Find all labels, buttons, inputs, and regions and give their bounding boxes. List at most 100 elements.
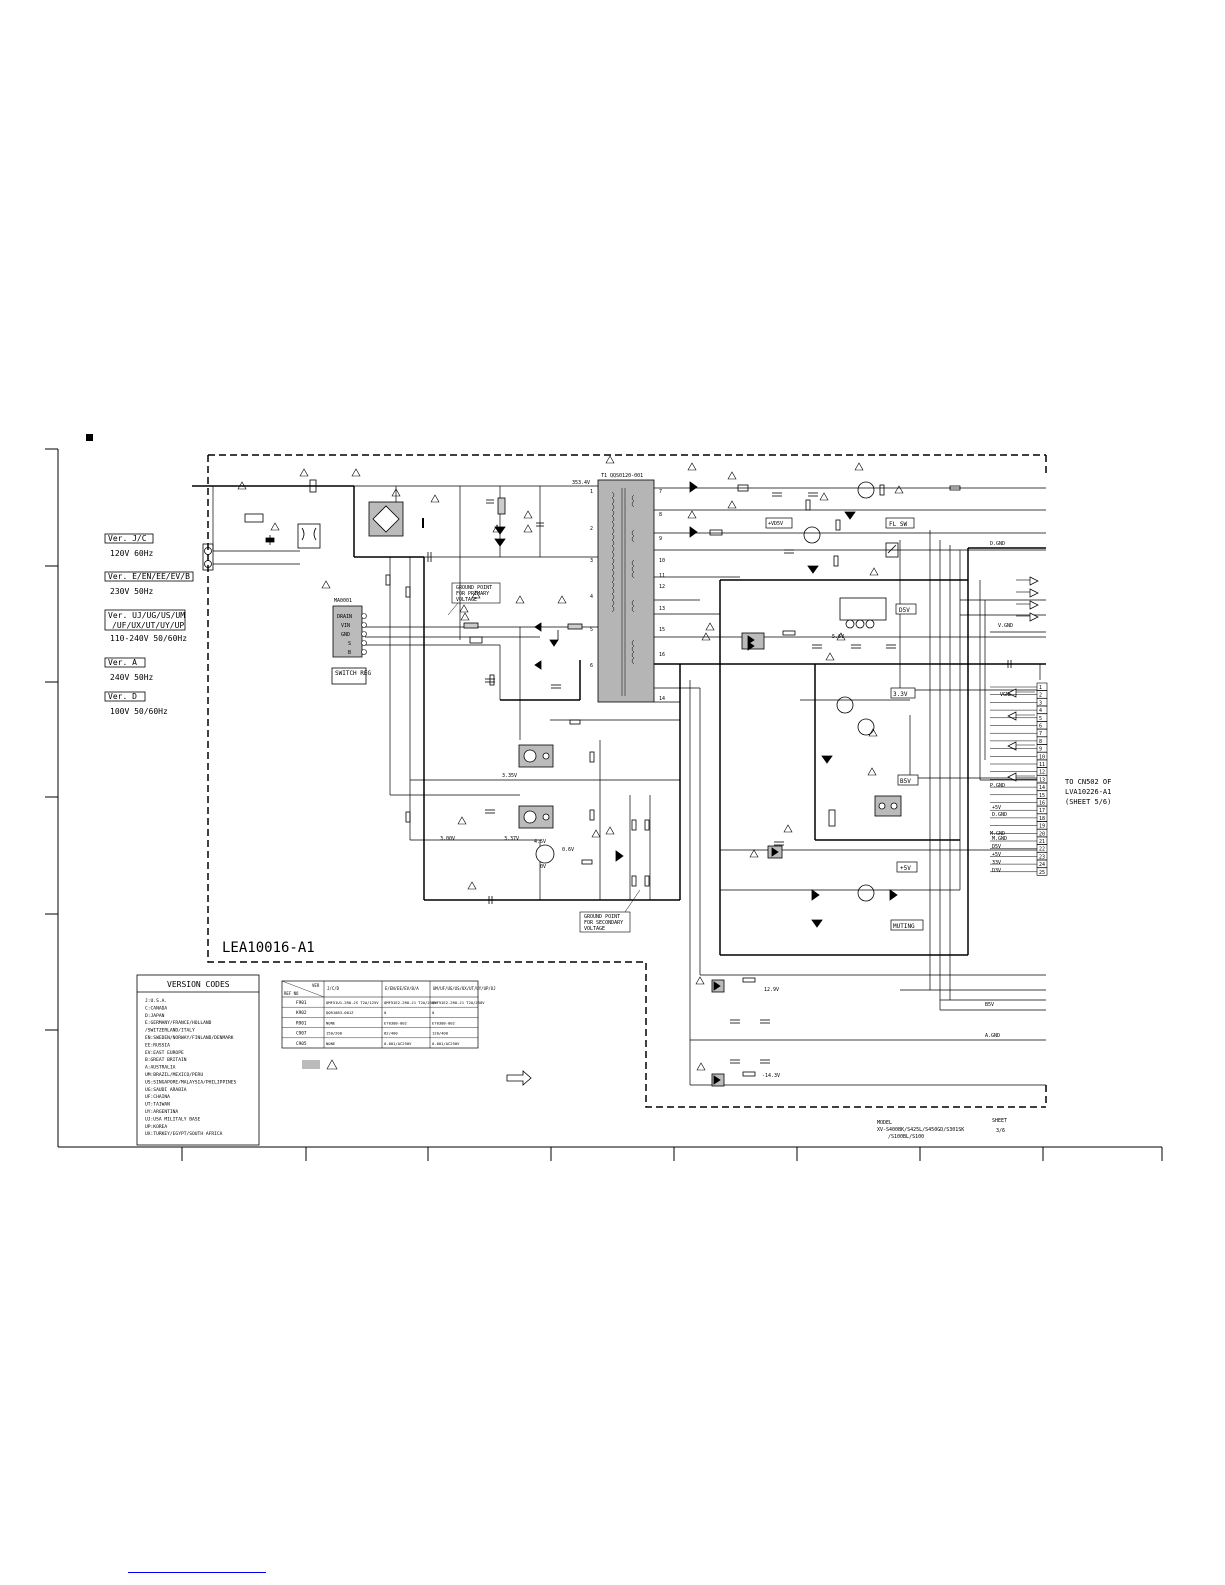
connector-pin-number: 20 [1039, 831, 1045, 837]
version-code-line: B:GREAT BRITAIN [145, 1057, 187, 1063]
t-pin-left-4: 5 [590, 627, 593, 633]
ref-table-header: E/EN/EE/EV/B/A [385, 986, 419, 991]
transformer-voltage-label: 353.4V [572, 480, 590, 486]
secondary-components [615, 481, 1012, 1087]
version-voltage-0: 120V 60Hz [110, 549, 154, 558]
connector-pin-number: 16 [1039, 801, 1045, 807]
caution-triangle-icon [460, 612, 470, 621]
caution-triangle-icon [459, 604, 469, 613]
model-value: XV-S400BK/S425L/S450GD/S301SK [877, 1127, 964, 1133]
ref-table-cell: 0 [384, 1010, 387, 1015]
t-pin-right-1: 8 [659, 512, 662, 518]
d5v-label: D5V [899, 607, 910, 614]
ground-secondary-line-2: VOLTAGE [584, 926, 605, 932]
switch-reg-module: MA0001 DRAIN VIN GND S B SWITCH REG [331, 598, 372, 685]
caution-triangle-icon [515, 595, 525, 604]
transformer-t1: T1 QQS0120-001 353.4V [572, 473, 655, 703]
board-outline [207, 454, 1047, 1108]
caution-triangle-icon [727, 471, 737, 480]
fl-sw-label: FL SW [889, 521, 907, 528]
connector-pin-number: 17 [1039, 808, 1045, 814]
ground-primary-note: GROUND POINT FOR PRIMARY VOLTAGE [447, 582, 501, 616]
caution-triangle-icon [299, 468, 309, 477]
connector-pin-number: 8 [1039, 739, 1042, 745]
caution-triangle-icon [687, 462, 697, 471]
version-code-line: UJ:USA MILITALY BASE [145, 1116, 201, 1122]
sheet-label: SHEET [992, 1118, 1007, 1124]
caution-triangle-icon [591, 829, 601, 838]
version-code-1: Ver. E/EN/EE/EV/B [108, 572, 190, 581]
model-info: MODEL XV-S400BK/S425L/S450GD/S301SK /S10… [877, 1118, 1007, 1140]
ref-table-ref: C907 [296, 1031, 307, 1037]
voltage-annotations: 3.35V 3.37V 3.00V 4.5V 0V 0.6V 5.6V 12.9… [440, 541, 1013, 1079]
t-pin-right-8: 16 [659, 652, 665, 658]
version-codes-list: J:U.S.A.C:CANADAD:JAPANE:GERMANY/FRANCE/… [145, 998, 237, 1137]
ref-table-cell: E70308-002 [384, 1020, 407, 1025]
connector-pin-number: 13 [1039, 777, 1045, 783]
caution-triangle-icon [492, 524, 502, 533]
caution-triangle-icon [749, 849, 759, 858]
t-pin-left-0: 1 [590, 489, 593, 495]
version-code-line: J:U.S.A. [145, 998, 167, 1004]
t-pin-right-4: 11 [659, 573, 665, 579]
to-cn-line-2: (SHEET 5/6) [1065, 798, 1111, 806]
caution-triangle-icon [783, 824, 793, 833]
connector-pin-number: 4 [1039, 708, 1042, 714]
sheet-value: 3/6 [996, 1128, 1005, 1134]
transformer-pins-left: 1 2 3 4 5 6 [590, 489, 593, 669]
module-pin-gnd: GND [341, 632, 350, 638]
caution-triangle-icon [237, 481, 247, 490]
caution-triangle-icon [557, 595, 567, 604]
switch-reg-label: SWITCH REG [335, 670, 372, 677]
version-code-line: EN:SWEDEN/NORWAY/FINLAND/DENMARK [145, 1035, 234, 1041]
version-list: Ver. J/C 120V 60Hz Ver. E/EN/EE/EV/B 230… [104, 533, 194, 716]
to-cn-line-1: LVA10226-A1 [1065, 788, 1111, 796]
ref-table-cell: NONE [326, 1020, 336, 1025]
secondary-wiring [654, 487, 1046, 1086]
volt-3-00: 3.00V [440, 836, 455, 842]
connector-pin-number: 2 [1039, 693, 1042, 699]
caution-triangle-icon [270, 522, 280, 531]
b5v-label: B5V [900, 778, 911, 785]
connector-pin-number: 22 [1039, 847, 1045, 853]
connector-pin-number: 6 [1039, 724, 1042, 730]
t-pin-right-5: 12 [659, 584, 665, 590]
caution-triangle-icon [523, 510, 533, 519]
connector-pin-number: 5 [1039, 716, 1042, 722]
ref-table-cell: 0 [432, 1010, 435, 1015]
net-right-4: +5V [992, 852, 1001, 858]
ref-table-header: J/C/D [327, 986, 340, 991]
footer-link-underline[interactable] [128, 1572, 266, 1573]
net-right-5: 33V [992, 860, 1001, 866]
version-code-line: EV:EAST EUROPE [145, 1050, 184, 1056]
version-code-line: UP:KOREA [145, 1124, 167, 1130]
ref-table-cell: 0.001/AC250V [432, 1041, 460, 1046]
module-pin-b: B [348, 650, 351, 656]
caution-triangle-icon [523, 524, 533, 533]
caution-triangle-icon [605, 826, 615, 835]
to-cn-line-0: TO CN502 OF [1065, 778, 1111, 786]
volt-5-6: 5.6V [832, 634, 844, 640]
version-code-line: UT:TAIWAN [145, 1102, 170, 1108]
net-dgnd: D.GND [990, 541, 1005, 547]
caution-triangle-icon [696, 1062, 706, 1071]
version-code-line: UG:SAUDI ARABIA [145, 1087, 187, 1093]
connector-pin-number: 24 [1039, 862, 1045, 868]
version-voltage-4: 100V 50/60Hz [110, 707, 168, 716]
version-code-line: US:SINGAPORE/MALAYSIA/PHILIPPINES [145, 1079, 237, 1085]
ref-table-ref: K902 [296, 1010, 307, 1016]
volt-4-5: 4.5V [534, 839, 546, 845]
connector-pin-number: 11 [1039, 762, 1045, 768]
ref-table-ref: C905 [296, 1041, 307, 1047]
t-pin-left-5: 6 [590, 663, 593, 669]
caution-triangle-icon [695, 976, 705, 985]
module-pin-s: S [348, 641, 351, 647]
connector-pin-number: 15 [1039, 793, 1045, 799]
muting-label: MUTING [893, 923, 915, 930]
connector-pin-number: 7 [1039, 731, 1042, 737]
ref-table-cell: QQR1083-001Z [326, 1010, 354, 1015]
ground-primary-line-2: VOLTAGE [456, 597, 477, 603]
version-code-line: EE:RUSSIA [145, 1042, 170, 1048]
volt-0-6: 0.6V [562, 847, 574, 853]
connector-pin-number: 14 [1039, 785, 1045, 791]
